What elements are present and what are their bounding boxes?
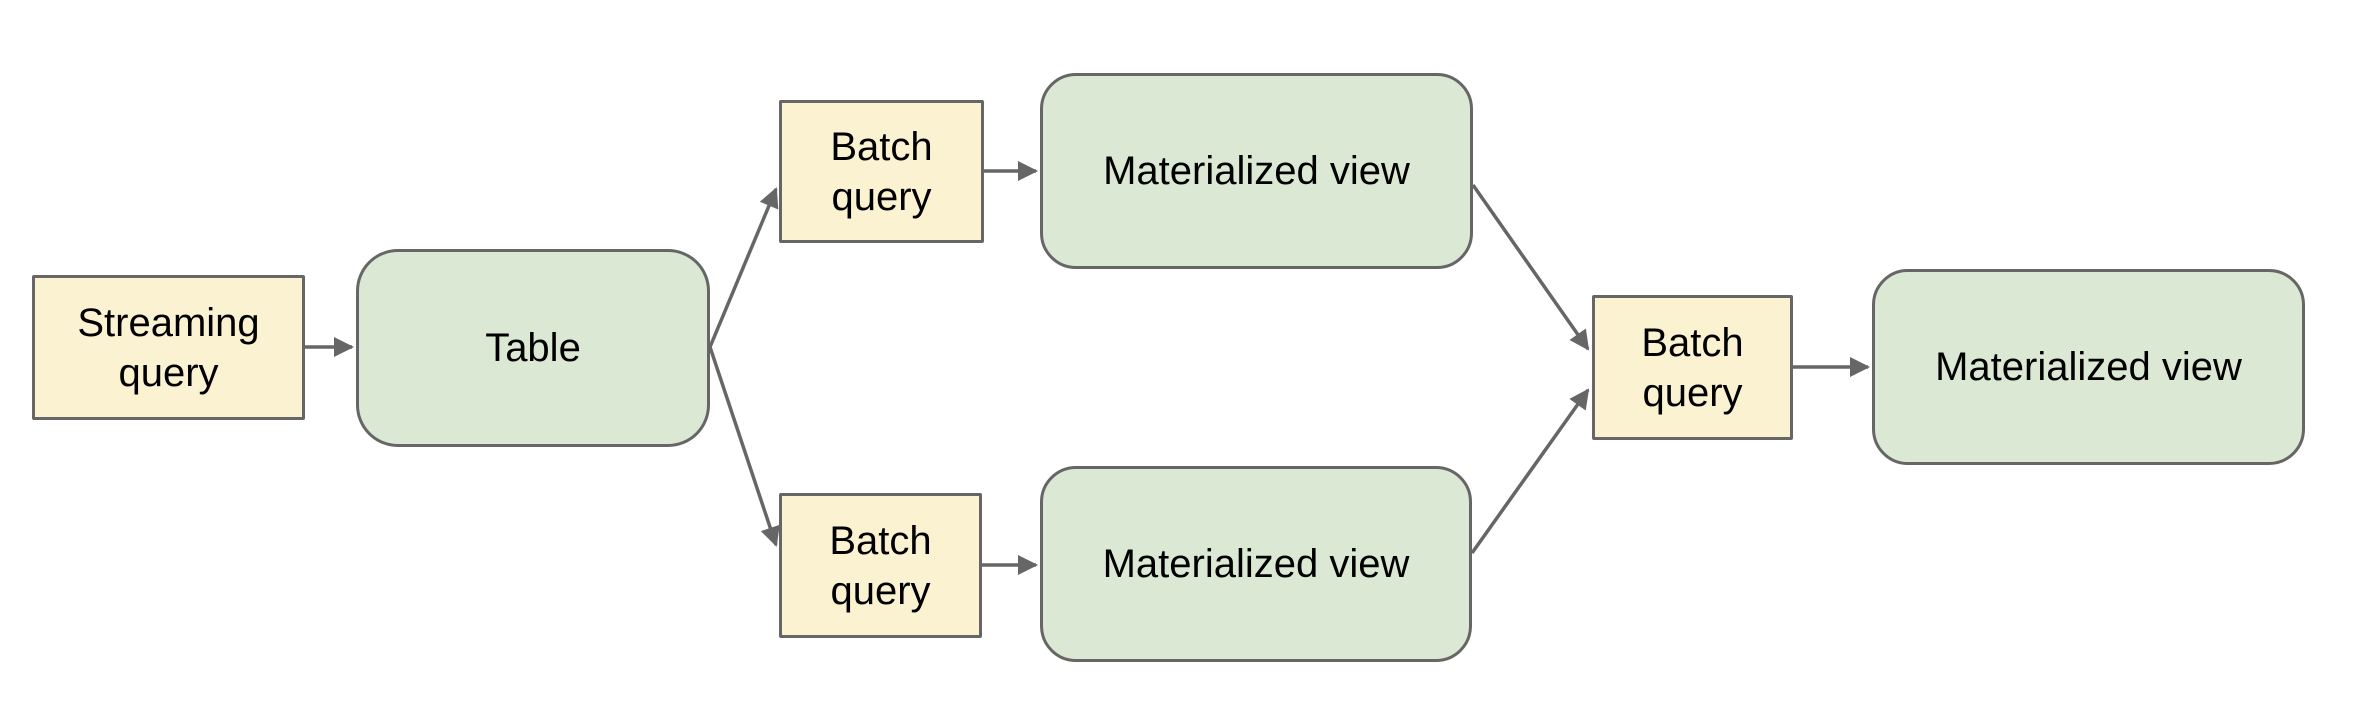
node-label-line: query [831, 174, 932, 219]
node-label-line: Batch [829, 518, 932, 563]
node-batch-query-bottom: Batch query [779, 493, 982, 638]
edge-table-to-batch-query-top [708, 187, 779, 348]
edge-materialized-view-top-to-batch-query-center [1471, 183, 1590, 351]
node-label-line: Batch [1641, 320, 1744, 365]
node-label-line: query [1642, 370, 1743, 415]
node-materialized-view-right: Materialized view [1872, 269, 2305, 465]
node-batch-query-center: Batch query [1592, 295, 1793, 440]
node-label-line: Batch [830, 124, 933, 169]
edge-materialized-view-bottom-to-batch-query-center [1470, 388, 1590, 555]
node-label-line: Streaming [77, 300, 260, 345]
node-batch-query-top: Batch query [779, 100, 984, 243]
node-label-line: Materialized view [1103, 149, 1410, 193]
node-label-line: query [118, 350, 219, 395]
node-label-line: query [830, 568, 931, 613]
node-label-line: Materialized view [1102, 542, 1410, 586]
node-streaming-query: Streaming query [32, 275, 305, 420]
node-table: Table [356, 249, 710, 447]
node-materialized-view-top: Materialized view [1040, 73, 1473, 269]
node-label-line: Table [485, 326, 581, 370]
node-materialized-view-bottom: Materialized view [1040, 466, 1472, 662]
edge-table-to-batch-query-bottom [708, 346, 780, 547]
node-label-line: Materialized view [1935, 345, 2242, 389]
